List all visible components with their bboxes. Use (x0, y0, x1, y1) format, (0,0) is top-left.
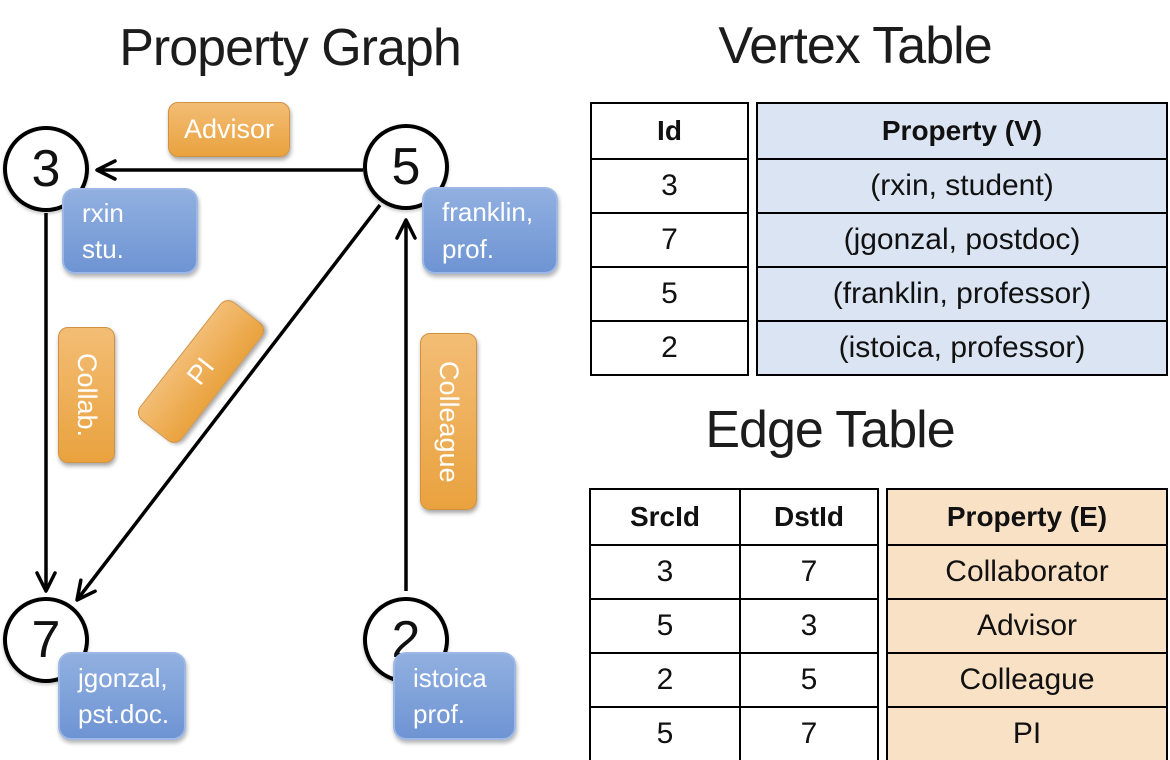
edge-label-collab-text: Collab. (72, 352, 102, 438)
vertex-table-cell: (franklin, professor) (758, 266, 1166, 320)
property-box-jgonzal-line1: jgonzal, (78, 662, 168, 693)
edge-table-cell: 3 (741, 598, 877, 652)
edge-table-header-property: Property (E) (888, 490, 1166, 544)
vertex-table-cell: (jgonzal, postdoc) (758, 212, 1166, 266)
edge-table-id-columns: SrcId DstId 3 7 5 3 2 5 5 7 (589, 488, 879, 760)
edge-table-cell: Collaborator (888, 544, 1166, 598)
edge-table-cell: 5 (591, 706, 741, 760)
edge-label-pi-text: PI (180, 351, 221, 391)
property-box-franklin-line2: prof. (442, 233, 495, 264)
edge-label-advisor-text: Advisor (183, 114, 275, 144)
edge-table-cell: Advisor (888, 598, 1166, 652)
edge-table-cell: 3 (591, 544, 741, 598)
property-box-rxin: rxin stu. (62, 188, 198, 274)
property-box-istoica-line1: istoica (413, 662, 487, 693)
vertex-node-3-id: 3 (31, 140, 61, 198)
vertex-table-title: Vertex Table (718, 17, 992, 75)
edge-label-colleague: Colleague (420, 333, 477, 510)
vertex-table-cell: 7 (592, 212, 747, 266)
vertex-table-cell: (istoica, professor) (758, 320, 1166, 374)
vertex-table-cell: 2 (592, 320, 747, 374)
edge-label-colleague-text: Colleague (434, 360, 464, 483)
property-box-jgonzal-line2: pst.doc. (78, 699, 170, 729)
vertex-node-7-id: 7 (31, 611, 61, 669)
edge-table-cell: 2 (591, 652, 741, 706)
vertex-table-header-property: Property (V) (758, 104, 1166, 158)
vertex-table-cell: (rxin, student) (758, 158, 1166, 212)
edge-table-cell: PI (888, 706, 1166, 760)
vertex-table-cell: 3 (592, 158, 747, 212)
vertex-node-5: 5 (363, 124, 449, 210)
edge-5-to-7 (75, 203, 382, 602)
vertex-table-header-id: Id (657, 115, 682, 146)
vertex-table-id-column: Id 3 7 5 2 (590, 102, 749, 376)
edge-label-collab: Collab. (58, 327, 115, 463)
edge-table-header-srcid: SrcId (591, 490, 741, 544)
property-box-istoica: istoica prof. (393, 652, 516, 740)
property-box-franklin: franklin, prof. (422, 187, 558, 274)
edge-table-cell: 7 (741, 544, 877, 598)
property-box-rxin-line2: stu. (82, 234, 124, 264)
edge-table-header-dstid: DstId (774, 501, 844, 532)
property-box-franklin-line1: franklin, (442, 197, 534, 228)
graph-edges (35, 159, 417, 602)
vertex-table-cell: 5 (592, 266, 747, 320)
edge-table-cell: 5 (741, 652, 877, 706)
edge-table-cell: Colleague (888, 652, 1166, 706)
edge-label-advisor: Advisor (168, 102, 290, 157)
edge-table-property-column: Property (E) Collaborator Advisor Collea… (886, 488, 1168, 760)
edge-table-title: Edge Table (705, 401, 955, 459)
property-graph-title: Property Graph (119, 19, 462, 77)
vertex-table-property-column: Property (V) (rxin, student) (jgonzal, p… (756, 102, 1168, 376)
edge-table-cell: 5 (591, 598, 741, 652)
edge-table-cell: 7 (741, 706, 877, 760)
property-box-jgonzal: jgonzal, pst.doc. (58, 652, 186, 740)
property-box-rxin-line1: rxin (82, 197, 124, 228)
vertex-node-5-id: 5 (391, 138, 421, 196)
property-box-istoica-line2: prof. (413, 699, 466, 729)
